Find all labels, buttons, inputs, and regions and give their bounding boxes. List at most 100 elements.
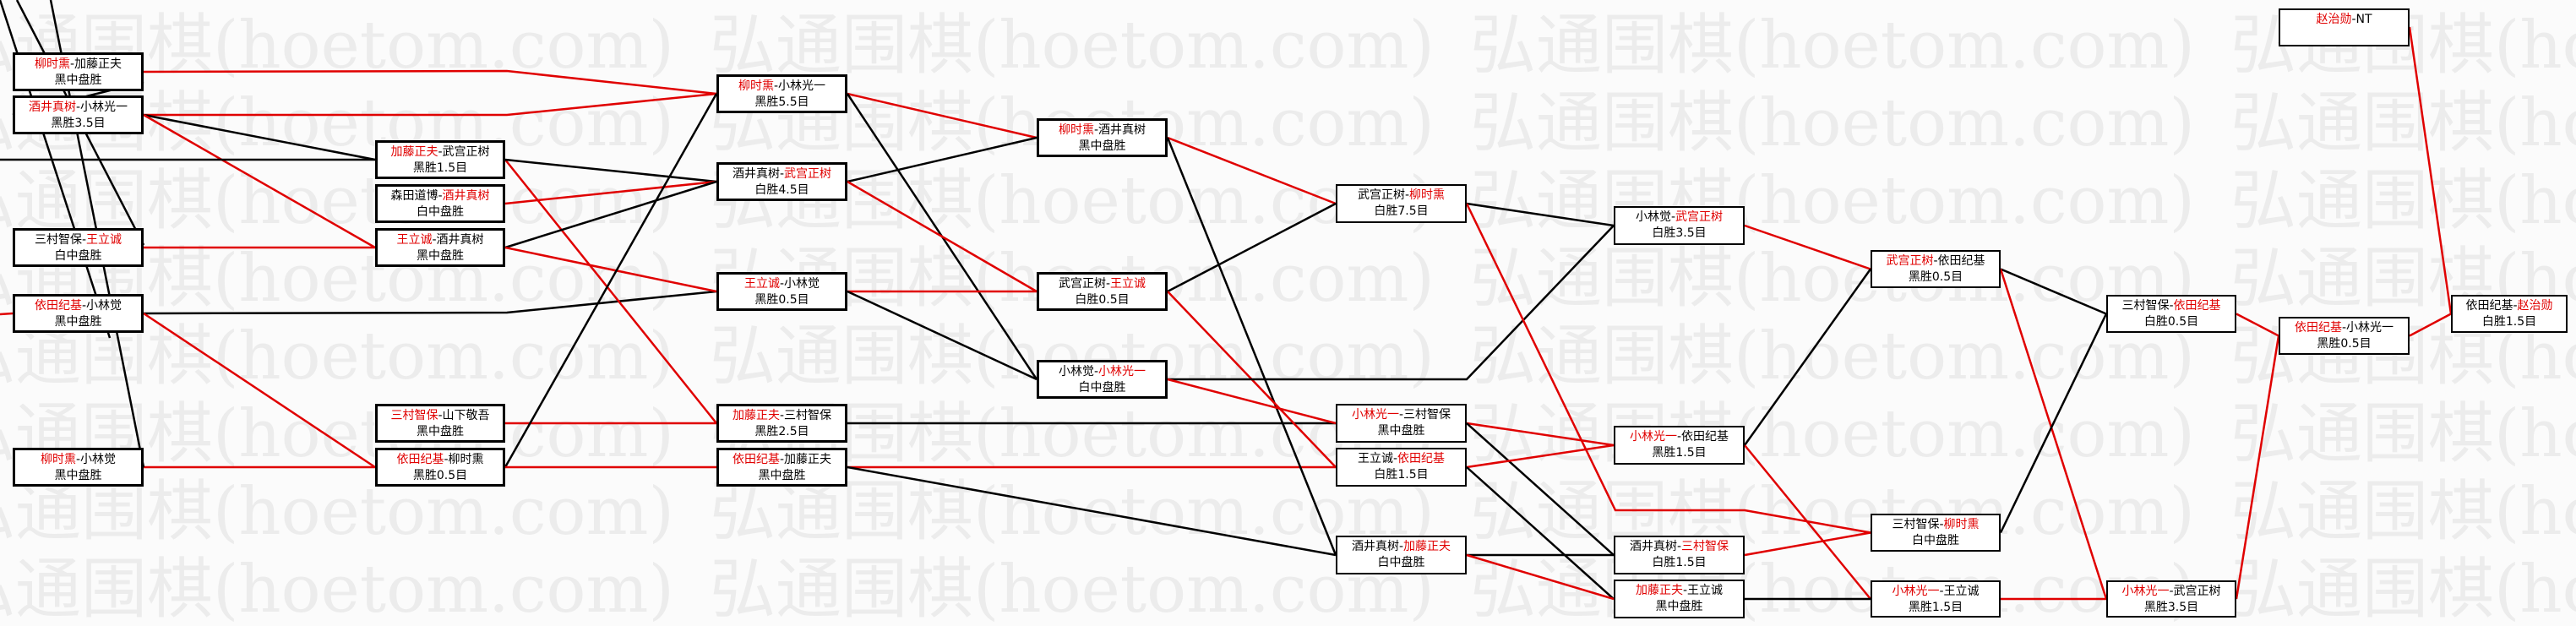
bracket-connector — [1466, 553, 1615, 601]
game-result: 白胜1.5目 — [1652, 556, 1707, 569]
game-players: 依田纪基-赵治勋 — [2453, 298, 2566, 314]
separator: - — [1105, 277, 1111, 291]
game-box: 王立诚-依田纪基白胜1.5目 — [1336, 448, 1467, 487]
player-white: 小林光一 — [80, 101, 128, 114]
player-white: 小林光一 — [1098, 365, 1146, 378]
separator: - — [1404, 188, 1410, 202]
game-box: 小林觉-武宫正树白胜3.5目 — [1614, 206, 1745, 245]
player-black: 酒井真树 — [28, 101, 76, 114]
game-players: 加藤正夫-王立诚 — [1615, 583, 1743, 599]
bracket-connector — [847, 290, 1037, 381]
game-players: 武宫正树-王立诚 — [1039, 276, 1165, 292]
separator: - — [1398, 408, 1404, 422]
bracket-connector — [504, 180, 717, 249]
player-white: 依田纪基 — [1397, 452, 1446, 465]
player-white: 王立诚 — [1943, 585, 1980, 598]
game-players: 小林光一-依田纪基 — [1615, 429, 1743, 445]
game-result: 白胜7.5目 — [1374, 204, 1429, 218]
player-white: 小林光一 — [778, 79, 826, 93]
bracket-connector — [1167, 202, 1337, 293]
game-result: 黑中盘胜 — [54, 469, 102, 482]
player-white: 小林觉 — [86, 299, 123, 313]
player-white: 山下敬吾 — [442, 409, 490, 422]
player-black: 小林觉 — [1058, 365, 1094, 378]
game-players: 赵治勋-NT — [2280, 12, 2408, 28]
game-players: 依田纪基-柳时熏 — [378, 452, 503, 468]
game-result: 黑中盘胜 — [1655, 600, 1703, 613]
player-white: 加藤正夫 — [74, 57, 123, 71]
game-box: 加藤正夫-王立诚黑中盘胜 — [1614, 580, 1745, 618]
game-result: 白胜4.5目 — [754, 183, 809, 197]
game-box: 王立诚-小林觉黑胜0.5目 — [716, 272, 847, 311]
bracket-connector — [1466, 202, 1615, 227]
game-box: 武宫正树-王立诚白胜0.5目 — [1037, 272, 1168, 311]
bracket-connector — [1466, 444, 1615, 469]
separator: - — [2169, 585, 2174, 598]
bracket-connector — [0, 0, 112, 339]
game-result: 黑中盘胜 — [1078, 139, 1126, 153]
game-box: 依田纪基-小林光一黑胜0.5目 — [2279, 317, 2410, 355]
game-box: 加藤正夫-三村智保黑胜2.5目 — [716, 404, 847, 443]
player-black: 武宫正树 — [1886, 254, 1934, 268]
player-black: 加藤正夫 — [390, 145, 438, 159]
game-result: 黑胜1.5目 — [412, 161, 468, 175]
game-box: 武宫正树-依田纪基黑胜0.5目 — [1871, 250, 2001, 288]
bracket-connector — [0, 312, 14, 316]
player-black: 柳时熏 — [40, 453, 76, 466]
separator: - — [69, 57, 75, 71]
separator: - — [438, 145, 443, 159]
game-players: 柳时熏-加藤正夫 — [15, 57, 141, 73]
separator: - — [1093, 365, 1099, 378]
bracket-connector — [143, 69, 717, 95]
bracket-connector — [1167, 378, 1337, 425]
game-box: 三村智保-依田纪基白胜0.5目 — [2106, 295, 2236, 333]
game-box: 柳时熏-酒井真树黑中盘胜 — [1037, 118, 1168, 157]
bracket-connector — [2235, 335, 2280, 600]
player-black: 小林觉 — [1635, 210, 1671, 224]
player-white: 酒井真树 — [442, 189, 490, 203]
separator: - — [2341, 321, 2347, 335]
bracket-connector — [1168, 225, 1615, 381]
bracket-connector — [504, 159, 717, 424]
game-result: 黑中盘胜 — [417, 249, 464, 263]
player-white: 依田纪基 — [1681, 430, 1729, 444]
game-result: 黑胜0.5目 — [1908, 270, 1963, 284]
player-white: 小林觉 — [784, 277, 820, 291]
separator: - — [779, 453, 785, 466]
game-box: 小林光一-依田纪基黑胜1.5目 — [1614, 426, 1745, 465]
player-black: 小林光一 — [1351, 408, 1399, 422]
game-box: 依田纪基-小林觉黑中盘胜 — [13, 294, 144, 333]
game-box: 酒井真树-武宫正树白胜4.5目 — [716, 162, 847, 201]
separator: - — [438, 409, 443, 422]
player-white: 武宫正树 — [784, 167, 832, 181]
player-black: 三村智保 — [1892, 518, 1940, 531]
game-players: 酒井真树-三村智保 — [1615, 539, 1743, 555]
player-white: 武宫正树 — [442, 145, 490, 159]
game-players: 小林光一-武宫正树 — [2108, 584, 2235, 600]
player-black: 柳时熏 — [1058, 123, 1094, 137]
player-black: 王立诚 — [396, 233, 433, 247]
bracket-connector — [504, 246, 717, 293]
game-result: 白胜3.5目 — [1652, 226, 1707, 240]
bracket-connector — [1465, 203, 1871, 534]
bracket-connector — [143, 290, 717, 315]
game-players: 加藤正夫-三村智保 — [719, 408, 845, 424]
bracket-connector — [2409, 313, 2452, 337]
game-result: 黑胜0.5目 — [2317, 337, 2372, 351]
player-white: 赵治勋 — [2517, 299, 2553, 313]
game-result: 黑胜2.5目 — [754, 425, 809, 438]
player-white: 王立诚 — [1110, 277, 1146, 291]
separator: - — [444, 453, 449, 466]
game-players: 柳时熏-小林觉 — [15, 452, 141, 468]
bracket-connector — [144, 92, 717, 117]
player-black: 依田纪基 — [732, 453, 780, 466]
player-white: 酒井真树 — [436, 233, 484, 247]
game-players: 小林光一-三村智保 — [1337, 407, 1465, 423]
game-players: 酒井真树-加藤正夫 — [1337, 539, 1465, 555]
player-white: 王立诚 — [86, 233, 123, 247]
game-result: 黑胜1.5目 — [1652, 446, 1707, 460]
game-box: 小林觉-小林光一白中盘胜 — [1037, 360, 1168, 399]
player-black: 王立诚 — [1357, 452, 1393, 465]
bracket-connector — [847, 92, 1037, 139]
separator: - — [75, 101, 81, 114]
